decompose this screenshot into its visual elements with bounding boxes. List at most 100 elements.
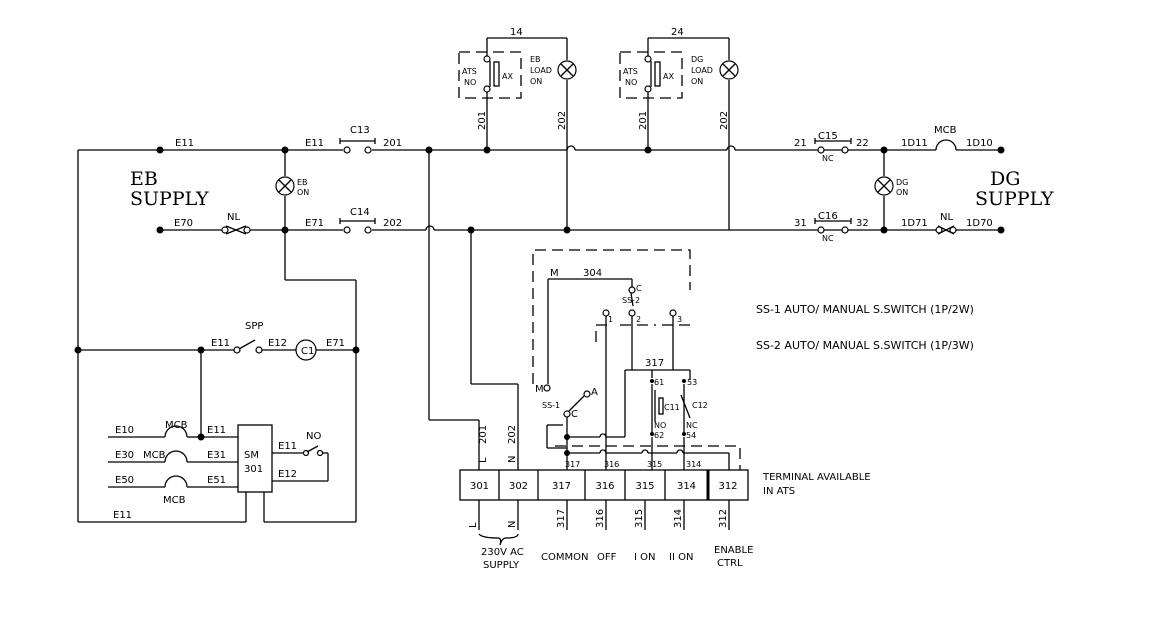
nl-switch-right xyxy=(935,225,957,235)
wire-21: 21 xyxy=(794,138,807,149)
ats2-ats: ATS xyxy=(623,67,638,76)
l-label-top: L xyxy=(478,457,489,463)
pin-53: 53 xyxy=(687,378,697,387)
legend-ss1: SS-1 AUTO/ MANUAL S.SWITCH (1P/2W) xyxy=(756,303,974,316)
wire-316-small: 316 xyxy=(604,460,619,469)
wire-201-vert: 201 xyxy=(638,111,649,130)
ats1-ax: AX xyxy=(502,72,513,81)
wire-315-small: 315 xyxy=(647,460,662,469)
c16-nc: NC xyxy=(822,234,834,243)
terminal-wire-label-L: L xyxy=(468,522,479,528)
terminal-301: 301 xyxy=(470,481,489,492)
c14-label: C14 xyxy=(350,207,370,218)
spp-label: SPP xyxy=(245,321,263,332)
wire-1d70: 1D70 xyxy=(966,218,993,229)
off-label: OFF xyxy=(597,552,617,563)
c12-nc: NC xyxy=(686,421,698,430)
terminal-wire-label-N: N xyxy=(507,521,518,528)
terminal-bottom-wiring xyxy=(478,500,730,546)
ats2-ax: AX xyxy=(663,72,674,81)
mcb-sm-1 xyxy=(164,425,188,438)
ii-on-label: II ON xyxy=(669,552,693,563)
wire-201: 201 xyxy=(383,138,402,149)
terminal-wire-label-312: 312 xyxy=(718,509,729,528)
wire-e11: E11 xyxy=(207,425,226,436)
ats2-no: NO xyxy=(625,78,637,87)
ss1-c: C xyxy=(571,409,578,420)
pin-61: 61 xyxy=(654,378,664,387)
ss2-pos3: 3 xyxy=(677,315,682,324)
mcb-label: MCB xyxy=(143,450,166,461)
sm-no-label: NO xyxy=(306,431,321,442)
ats1-l3: ON xyxy=(530,77,542,86)
terminal-strip xyxy=(459,469,749,501)
enable-label-1: ENABLE xyxy=(714,545,753,556)
wire-202-vert: 202 xyxy=(507,425,518,444)
ss2-pos1: 1 xyxy=(608,315,613,324)
wire-1d11: 1D11 xyxy=(901,138,928,149)
contactor-c14 xyxy=(339,218,376,234)
ats-aux-block-1 xyxy=(458,51,522,99)
wire-1d71: 1D71 xyxy=(901,218,928,229)
wire-e50: E50 xyxy=(115,475,134,486)
wire-201-vert: 201 xyxy=(477,111,488,130)
c12-label: C12 xyxy=(692,401,708,410)
ats1-ats: ATS xyxy=(462,67,477,76)
terminal-315: 315 xyxy=(635,481,654,492)
c1-label: C1 xyxy=(301,346,314,357)
terminal-note-2: IN ATS xyxy=(763,486,795,497)
mcb-dg-label: MCB xyxy=(934,125,957,136)
ats2-l1: DG xyxy=(691,55,703,64)
wire-317-small: 317 xyxy=(565,460,580,469)
wire-314-small: 314 xyxy=(686,460,701,469)
wire-1d10: 1D10 xyxy=(966,138,993,149)
ats2-l2: LOAD xyxy=(691,66,713,75)
terminal-316: 316 xyxy=(595,481,614,492)
dg-on-text1: DG xyxy=(896,178,908,187)
eb-on-text1: EB xyxy=(297,178,308,187)
wire-e11: E11 xyxy=(305,138,324,149)
ss2-pos2: 2 xyxy=(636,315,641,324)
wire-m: M xyxy=(550,268,559,279)
junction-dots xyxy=(74,146,1005,441)
dg-load-on-lamp xyxy=(719,60,739,80)
terminal-wire-label-314: 314 xyxy=(673,509,684,528)
c13-label: C13 xyxy=(350,125,370,136)
ss1-m: M xyxy=(535,384,544,395)
enable-label-2: CTRL xyxy=(717,558,743,569)
eb-supply-line2: SUPPLY xyxy=(130,188,209,210)
sm-no-contact xyxy=(302,445,324,457)
wire-e30: E30 xyxy=(115,450,134,461)
eb-on-lamp xyxy=(275,176,295,196)
nl-switch-left xyxy=(221,225,251,235)
ats-aux-block-2 xyxy=(619,51,683,99)
wire-e10: E10 xyxy=(115,425,134,436)
wire-32: 32 xyxy=(856,218,869,229)
ss1-label: SS-1 xyxy=(542,401,560,410)
coil-c1 xyxy=(295,339,317,361)
n-label-top: N xyxy=(507,456,518,463)
pin-54: 54 xyxy=(686,431,696,440)
mcb-dg xyxy=(935,139,957,151)
terminal-note-1: TERMINAL AVAILABLE xyxy=(762,472,871,483)
wire-202-vert: 202 xyxy=(719,111,730,130)
c15-label: C15 xyxy=(818,131,838,142)
dg-supply-line2: SUPPLY xyxy=(975,188,1054,210)
c16-label: C16 xyxy=(818,211,838,222)
sm-number: 301 xyxy=(244,464,263,475)
wire-e12: E12 xyxy=(268,338,287,349)
ss1-a: A xyxy=(591,387,598,398)
mcb-label: MCB xyxy=(163,495,186,506)
dg-on-text2: ON xyxy=(896,188,908,197)
terminal-302: 302 xyxy=(509,481,528,492)
eb-supply-line1: EB xyxy=(130,168,158,190)
eb-load-on-lamp xyxy=(557,60,577,80)
spp-switch xyxy=(233,339,263,354)
dg-supply-line1: DG xyxy=(990,168,1020,190)
wire-e51: E51 xyxy=(207,475,226,486)
ats2-l3: ON xyxy=(691,77,703,86)
ats1-l1: EB xyxy=(530,55,541,64)
c11-no: NO xyxy=(654,421,666,430)
